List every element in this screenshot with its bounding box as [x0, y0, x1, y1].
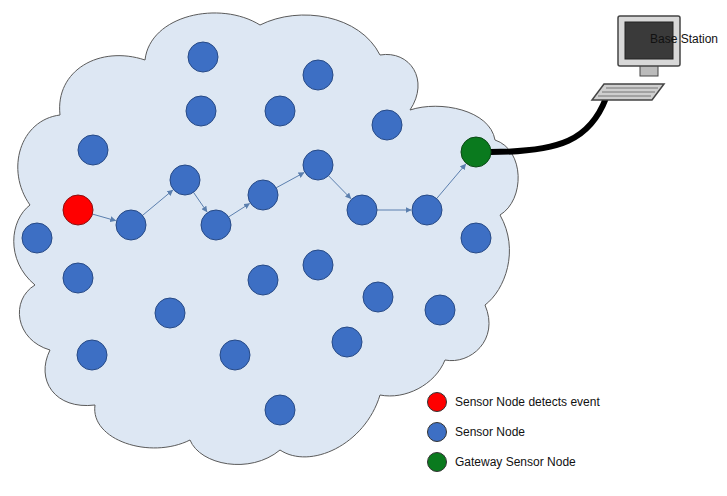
sensor-node-circle: [461, 223, 491, 253]
legend-swatch: [427, 452, 447, 472]
route-arrow: [328, 176, 350, 199]
network-cloud: [14, 13, 518, 465]
sensor-node-circle: [363, 282, 393, 312]
route-arrow: [276, 173, 304, 188]
sensor-node-circle: [186, 96, 216, 126]
route-arrow: [194, 192, 207, 211]
sensor-node-circle: [347, 195, 377, 225]
sensor-node-circle: [265, 96, 295, 126]
sensor-node-circle: [425, 295, 455, 325]
sensor-node-circle: [63, 263, 93, 293]
sensor-node-circle: [303, 250, 333, 280]
sensor-node-circle: [412, 195, 442, 225]
route-arrow: [229, 204, 250, 217]
sensor-node-circle: [63, 195, 93, 225]
legend-text: Gateway Sensor Node: [455, 455, 576, 469]
sensor-node-circle: [303, 150, 333, 180]
sensor-node-circle: [116, 210, 146, 240]
computer-icon: [592, 16, 680, 100]
sensor-node-circle: [461, 137, 491, 167]
sensor-node-circle: [22, 223, 52, 253]
sensor-node-circle: [303, 60, 333, 90]
legend-swatch: [427, 422, 447, 442]
route-arrow: [143, 190, 173, 215]
route-arrow: [377, 210, 411, 211]
sensor-node-circle: [77, 340, 107, 370]
sensor-node-circle: [265, 395, 295, 425]
legend-text: Sensor Node: [455, 425, 525, 439]
route-arrow: [437, 164, 466, 198]
network-cable: [490, 98, 606, 152]
sensor-node-circle: [248, 265, 278, 295]
legend-text: Sensor Node detects event: [455, 395, 600, 409]
route-arrow: [92, 214, 115, 221]
sensor-node-circle: [155, 298, 185, 328]
route-arrows: [92, 164, 465, 220]
sensor-node-circle: [201, 210, 231, 240]
station-label: Base Station: [650, 32, 718, 46]
sensor-nodes: [22, 42, 491, 425]
sensor-node-circle: [372, 110, 402, 140]
legend-swatch: [427, 392, 447, 412]
sensor-node-circle: [78, 135, 108, 165]
sensor-node-circle: [332, 327, 362, 357]
sensor-node-circle: [170, 165, 200, 195]
sensor-node-circle: [188, 42, 218, 72]
sensor-node-circle: [220, 340, 250, 370]
sensor-node-circle: [248, 180, 278, 210]
